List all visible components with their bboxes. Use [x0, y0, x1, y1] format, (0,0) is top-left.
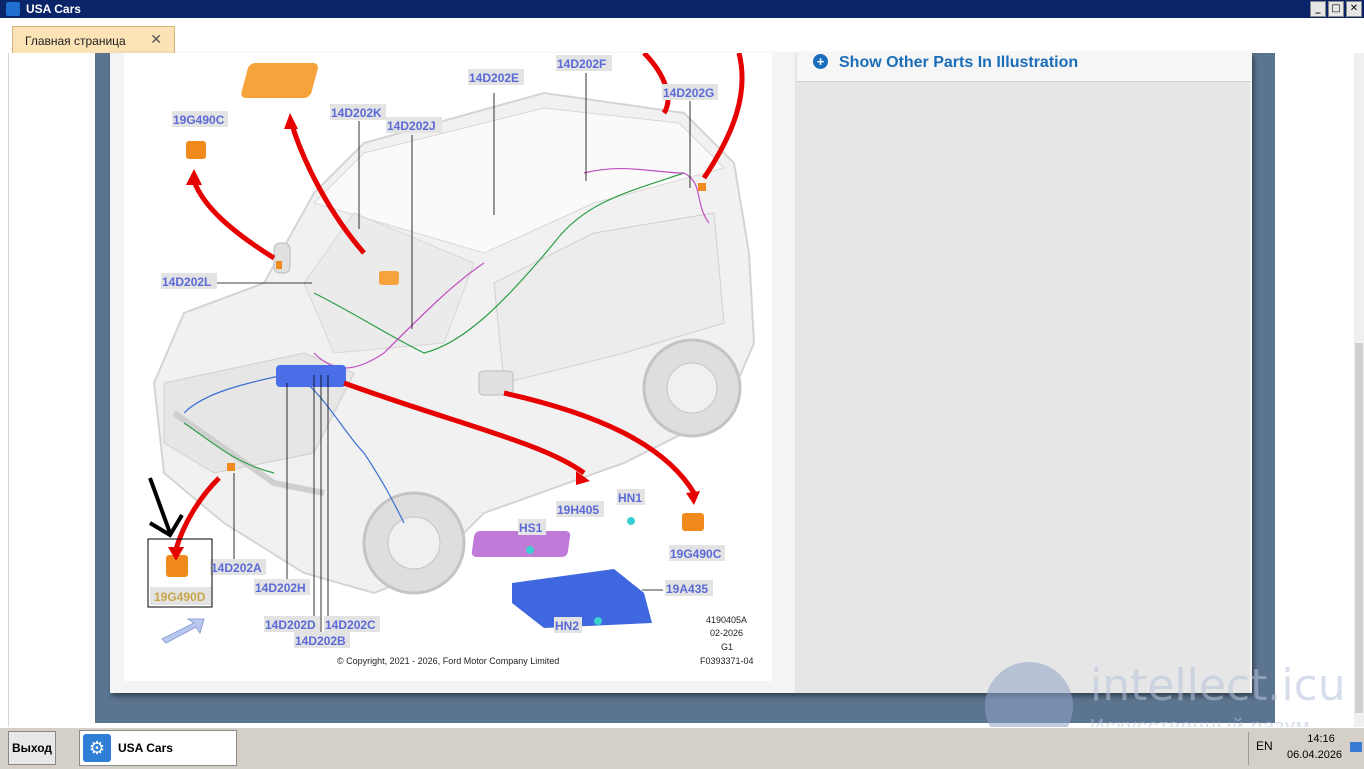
- parts-panel: [795, 53, 1250, 693]
- close-button[interactable]: ✕: [1346, 1, 1362, 17]
- label-19g490c-left: 19G490C: [173, 113, 225, 127]
- gear-icon: ⚙: [83, 734, 111, 762]
- clock-time: 14:16: [1307, 733, 1335, 745]
- arrow-to-overhead: [289, 124, 366, 255]
- tray-divider: [1248, 732, 1249, 765]
- show-other-parts-link[interactable]: + Show Other Parts In Illustration: [797, 53, 1251, 82]
- label-14d202h: 14D202H: [255, 581, 306, 595]
- reference-codes: 4190405A 02-2026 G1 F0393371-04 © Copyri…: [337, 615, 754, 666]
- scrollbar-thumb[interactable]: [1355, 343, 1363, 713]
- label-14d202c: 14D202C: [325, 618, 376, 632]
- arrow-top-b: [701, 53, 745, 180]
- leader-lines: [216, 73, 691, 633]
- nav-back-arrow-icon[interactable]: [161, 618, 205, 644]
- ref-code-3: G1: [721, 642, 733, 652]
- copyright-text: © Copyright, 2021 - 2026, Ford Motor Com…: [337, 656, 559, 666]
- arrow-to-19g490c-right: [503, 390, 697, 495]
- label-19g490d: 19G490D: [154, 590, 206, 604]
- overhead-module-part: [241, 63, 318, 98]
- highlight-box: [147, 538, 213, 608]
- sensor-19g490d: [166, 555, 188, 577]
- label-backgrounds: [147, 55, 725, 648]
- label-hs1: HS1: [519, 521, 543, 535]
- tab-close-icon[interactable]: ✕: [150, 31, 162, 47]
- label-14d202d: 14D202D: [265, 618, 316, 632]
- vehicle-illustration: [152, 91, 756, 595]
- taskbar-app-usa-cars[interactable]: ⚙ USA Cars: [79, 730, 237, 766]
- sensor-19g490c-right: [682, 513, 704, 531]
- taskbar: Выход ⚙ USA Cars EN 14:16 06.04.2026: [0, 727, 1364, 769]
- label-19a435: 19A435: [666, 582, 708, 596]
- main-area: + Show Other Parts In Illustration: [0, 53, 1364, 727]
- windshield-module-part: [379, 271, 399, 285]
- arrow-top-a: [642, 53, 671, 115]
- tab-home[interactable]: Главная страница ✕: [12, 26, 175, 53]
- label-14d202j: 14D202J: [387, 119, 436, 133]
- label-19g490c-right: 19G490C: [670, 547, 722, 561]
- plus-circle-icon: +: [813, 54, 828, 69]
- window-controls: _ □ ✕: [1310, 1, 1362, 17]
- tab-label: Главная страница: [25, 34, 126, 48]
- label-hn1: HN1: [618, 491, 642, 505]
- label-14d202a: 14D202A: [211, 561, 262, 575]
- window-title: USA Cars: [26, 2, 81, 16]
- bcm-bracket-part: [276, 365, 346, 387]
- label-14d202b: 14D202B: [295, 634, 346, 648]
- label-19h405: 19H405: [557, 503, 599, 517]
- app-gear-icon: [6, 2, 20, 16]
- label-14d202e: 14D202E: [469, 71, 519, 85]
- ref-code-2: 02-2026: [710, 628, 743, 638]
- clock-date: 06.04.2026: [1287, 749, 1343, 761]
- parts-diagram: 19G490C 14D202K 14D202J 14D202E 14D202F …: [147, 53, 756, 666]
- taskbar-app-label: USA Cars: [118, 741, 173, 755]
- show-other-parts-label: Show Other Parts In Illustration: [839, 54, 1079, 71]
- 19a435-bracket: [512, 569, 652, 628]
- arrow-to-19h405: [343, 380, 586, 476]
- tab-strip: Главная страница ✕: [0, 18, 1364, 54]
- language-indicator[interactable]: EN: [1256, 739, 1273, 753]
- 19h405-module: [471, 531, 571, 557]
- ref-code-1: 4190405A: [706, 615, 747, 625]
- sensor-19g490c-left: [186, 141, 206, 159]
- label-hn2: HN2: [555, 619, 579, 633]
- restore-button[interactable]: □: [1328, 1, 1344, 17]
- show-desktop-icon[interactable]: [1350, 742, 1362, 752]
- exit-button[interactable]: Выход: [8, 731, 56, 765]
- vertical-scrollbar[interactable]: [1354, 53, 1364, 727]
- ref-code-4: F0393371-04: [700, 656, 754, 666]
- arrow-heads: [168, 113, 700, 561]
- minimize-button[interactable]: _: [1310, 1, 1326, 17]
- parts-markers: [166, 63, 706, 628]
- callout-arrows: [173, 53, 745, 550]
- arrow-to-19g490c-left: [191, 180, 276, 261]
- black-arrow: [148, 477, 172, 534]
- label-14d202l: 14D202L: [162, 275, 211, 289]
- wiring-harness: [183, 167, 710, 524]
- label-14d202k: 14D202K: [331, 106, 382, 120]
- part-labels: 19G490C 14D202K 14D202J 14D202E 14D202F …: [154, 57, 722, 648]
- left-edge: [0, 53, 9, 727]
- arrow-to-19g490d: [173, 476, 221, 550]
- label-14d202g: 14D202G: [663, 86, 714, 100]
- title-bar: USA Cars _ □ ✕: [0, 0, 1364, 18]
- label-14d202f: 14D202F: [557, 57, 606, 71]
